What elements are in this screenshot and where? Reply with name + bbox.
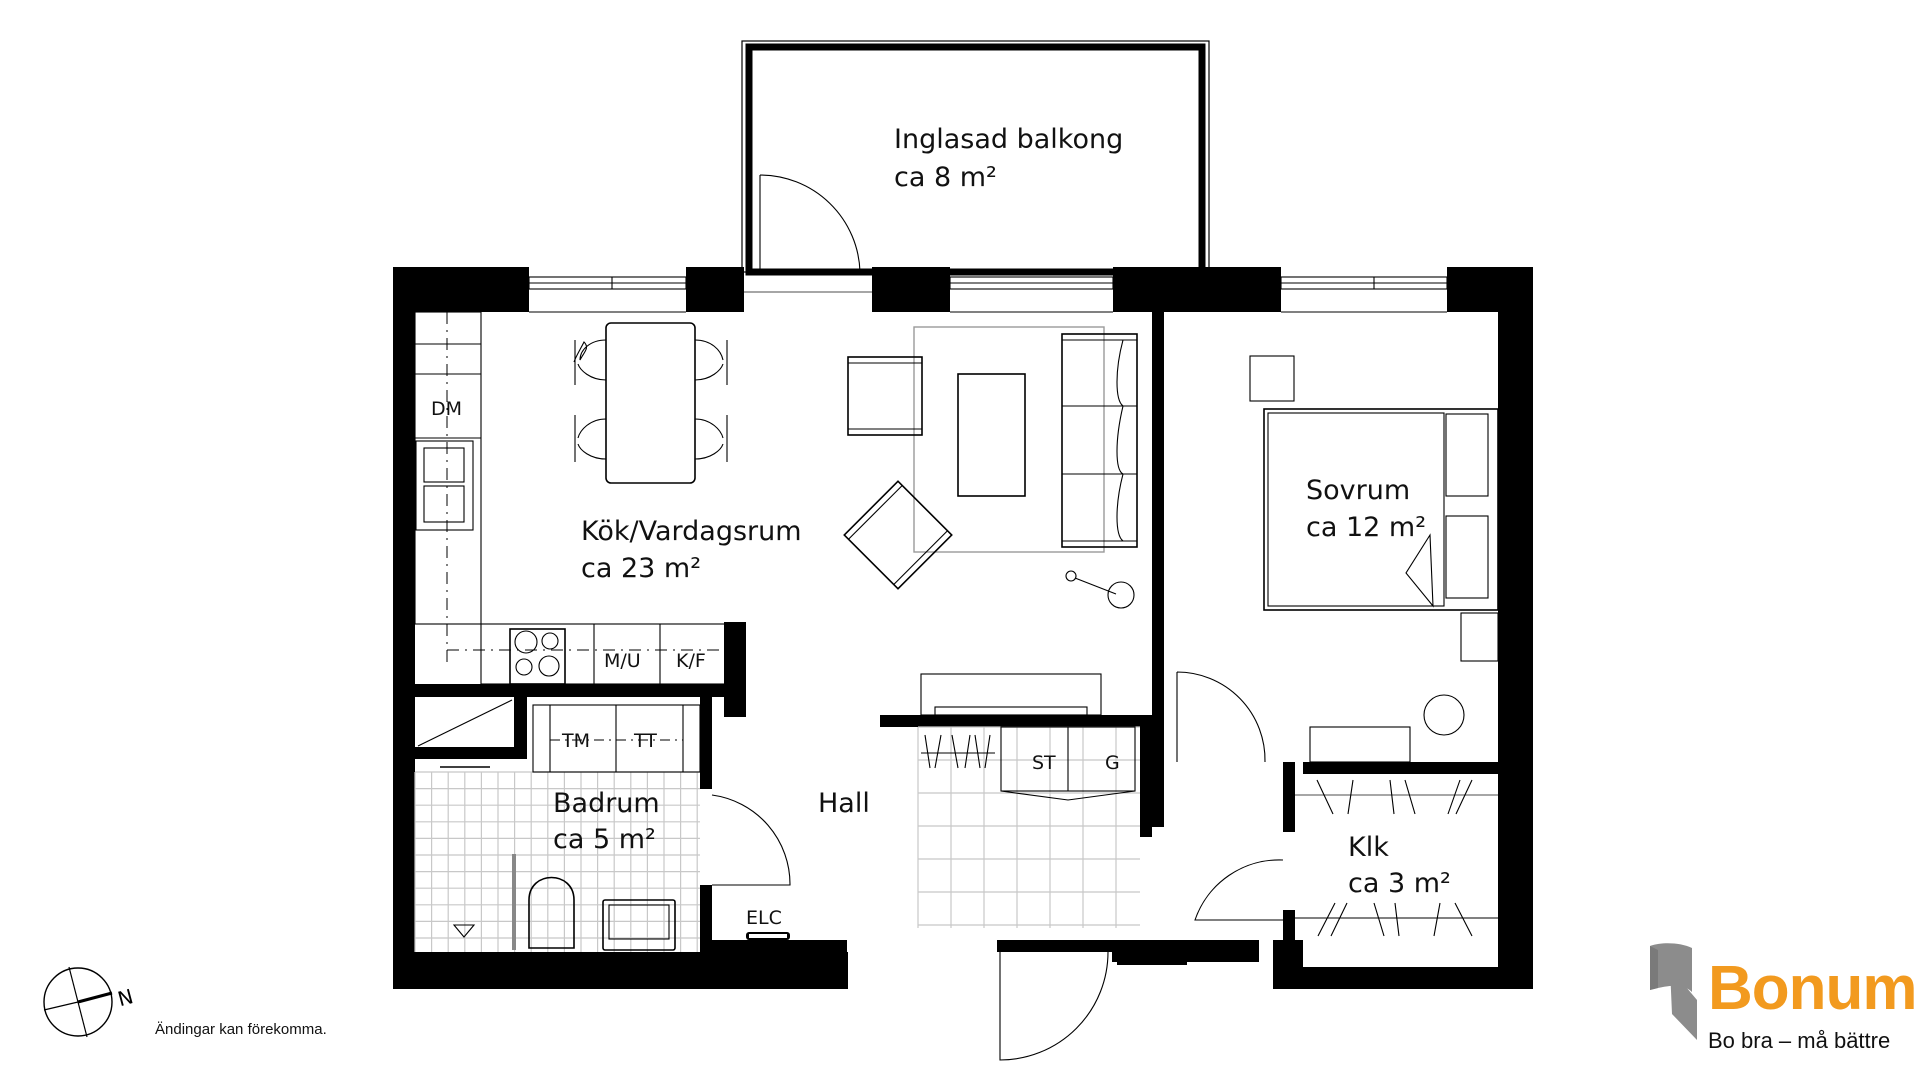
- exterior-walls: [393, 267, 1533, 989]
- kitchen-living-name: Kök/Vardagsrum: [581, 516, 802, 547]
- wardrobe-label: G: [1105, 752, 1120, 774]
- room-labels: Inglasad balkong ca 8 m² Kök/Vardagsrum …: [553, 124, 1451, 899]
- compass-icon: N: [43, 966, 136, 1038]
- closet: [1295, 779, 1498, 937]
- hall-name: Hall: [818, 788, 870, 819]
- bonum-logo-mark-icon: [1650, 943, 1697, 1040]
- brand-tagline: Bo bra – må bättre: [1708, 1028, 1891, 1053]
- microwave-oven-label: M/U: [604, 650, 641, 672]
- compass-north-label: N: [115, 984, 136, 1011]
- hall: ST G ELC: [711, 671, 1284, 1061]
- disclaimer-note: Ändingar kan förekomma.: [155, 1021, 327, 1038]
- living-furniture: [843, 326, 1138, 609]
- kitchen-living-area: ca 23 m²: [581, 553, 701, 584]
- electrical-cabinet-label: ELC: [746, 907, 782, 929]
- balcony-area: ca 8 m²: [894, 162, 997, 193]
- bathroom-name: Badrum: [553, 788, 660, 819]
- washing-machine-label: TM: [561, 730, 590, 752]
- brand-name: Bonum: [1708, 954, 1918, 1023]
- dishwasher-label: DM: [431, 398, 462, 420]
- dining-table: [573, 322, 728, 484]
- bedroom-area: ca 12 m²: [1306, 512, 1426, 543]
- bathroom: TM TT: [414, 699, 790, 952]
- closet-name: Klk: [1348, 832, 1389, 863]
- kitchen: DM M/U K/F: [414, 311, 746, 685]
- balcony-name: Inglasad balkong: [894, 124, 1123, 155]
- bedroom-name: Sovrum: [1306, 475, 1410, 506]
- fridge-freezer-label: K/F: [676, 650, 706, 672]
- bathroom-area: ca 5 m²: [553, 824, 656, 855]
- balcony: [741, 40, 1210, 276]
- bedroom-furniture: [1249, 355, 1499, 763]
- storage-label: ST: [1032, 752, 1056, 774]
- interior-walls: [415, 312, 1498, 952]
- tumble-dryer-label: TT: [633, 730, 657, 752]
- closet-area: ca 3 m²: [1348, 868, 1451, 899]
